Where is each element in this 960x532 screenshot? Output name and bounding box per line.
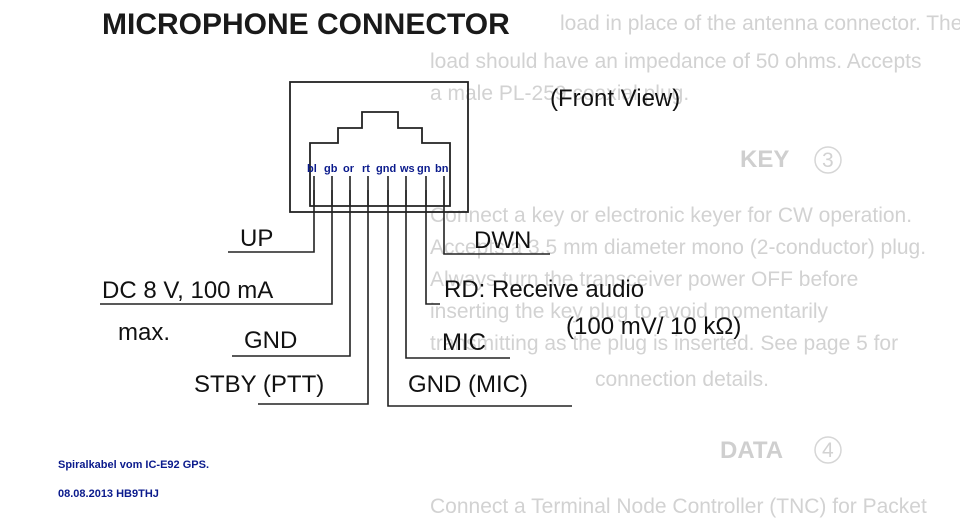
bg-data-heading: DATA <box>720 437 783 464</box>
pin-label-1: bl <box>307 163 317 175</box>
label-stby: STBY (PTT) <box>194 371 324 398</box>
bg-line-5: Accepts a 3.5 mm diameter mono (2-conduc… <box>430 236 926 259</box>
bg-line-1: load in place of the antenna connector. … <box>560 12 960 35</box>
bg-line-9: connection details. <box>595 368 769 391</box>
page-title: MICROPHONE CONNECTOR <box>102 8 510 41</box>
wire-dc <box>100 190 333 305</box>
bg-line-3: a male PL-259 coaxial plug. <box>430 82 689 105</box>
pin-label-5: gnd <box>376 163 396 175</box>
pin-label-7: gn <box>417 163 431 175</box>
pin-contacts <box>313 176 445 206</box>
bg-key-circle <box>814 146 842 174</box>
bg-line-2: load should have an impedance of 50 ohms… <box>430 50 922 73</box>
connector-socket <box>309 111 451 207</box>
bg-line-8: transmitting as the plug is inserted. Se… <box>430 332 898 355</box>
note-line-1: Spiralkabel vom IC-E92 GPS. <box>58 459 209 471</box>
bg-line-4: Connect a key or electronic keyer for CW… <box>430 204 912 227</box>
label-max: max. <box>118 319 170 346</box>
label-rd: RD: Receive audio <box>444 276 644 303</box>
pin-label-6: ws <box>399 163 415 175</box>
label-gnd: GND <box>244 327 297 354</box>
bg-data-number: 4 <box>822 439 834 462</box>
pin-label-3: or <box>343 163 355 175</box>
bg-line-10: Connect a Terminal Node Controller (TNC)… <box>430 495 927 518</box>
background-page-text: load in place of the antenna connector. … <box>430 12 960 518</box>
front-view-label: (Front View) <box>550 85 680 112</box>
pin-label-8: bn <box>435 163 449 175</box>
wire-gnd <box>232 190 351 357</box>
label-dc: DC 8 V, 100 mA <box>102 277 273 304</box>
pin-label-4: rt <box>362 163 370 175</box>
label-mic: MIC <box>442 329 486 356</box>
bg-line-6: Always turn the transceiver power OFF be… <box>430 268 858 291</box>
connector-housing <box>289 81 469 213</box>
pin-label-2: gb <box>324 163 338 175</box>
bg-key-number: 3 <box>822 149 834 172</box>
label-gnd-mic: GND (MIC) <box>408 371 528 398</box>
wire-up <box>228 190 315 253</box>
pin-color-labels: bl gb or rt gnd ws gn bn <box>307 163 449 175</box>
label-dwn: DWN <box>474 227 531 254</box>
bg-key-heading: KEY <box>740 146 789 173</box>
pin-wires <box>100 190 572 407</box>
bg-data-circle <box>814 436 842 464</box>
label-rd-level: (100 mV/ 10 kΩ) <box>566 313 741 340</box>
bg-line-7: inserting the key plug to avoid momentar… <box>430 300 829 323</box>
wire-stby <box>258 190 369 405</box>
wire-rd <box>425 190 440 305</box>
wire-mic <box>405 190 510 359</box>
label-up: UP <box>240 225 273 252</box>
wire-gnd-mic <box>387 190 572 407</box>
wire-dwn <box>443 190 550 255</box>
note-line-2: 08.08.2013 HB9THJ <box>58 488 159 500</box>
